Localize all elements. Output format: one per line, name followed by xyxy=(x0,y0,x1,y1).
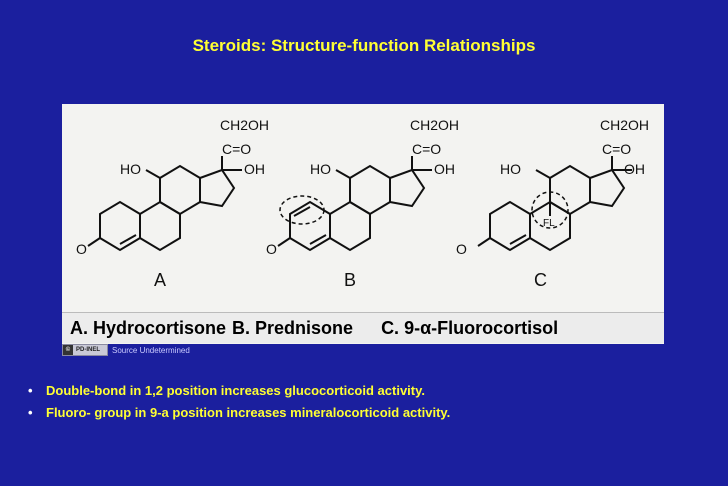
ring-a-a xyxy=(99,200,141,252)
ring-d-c xyxy=(589,168,626,208)
oh-label-b: OH xyxy=(434,161,455,177)
bullet-text: Double-bond in 1,2 position increases gl… xyxy=(46,383,425,398)
co-label-a: C=O xyxy=(222,141,251,157)
highlight-12-ring xyxy=(279,195,325,225)
highlight-fluoro xyxy=(531,191,569,229)
bullet-text: Fluoro- group in 9-a position increases … xyxy=(46,405,451,420)
structure-letter-c: C xyxy=(534,270,547,290)
bullet-item: • Fluoro- group in 9-a position increases… xyxy=(28,402,718,424)
keto-label-a: O xyxy=(76,241,87,257)
ho-label-a: HO xyxy=(120,161,141,177)
keto-label-b: O xyxy=(266,241,277,257)
bullet-list: • Double-bond in 1,2 position increases g… xyxy=(28,380,718,424)
bullet-dot-icon: • xyxy=(28,405,33,420)
ch2oh-label-a: CH2OH xyxy=(220,117,269,133)
ho-bond-b xyxy=(335,169,351,179)
license-badge: © PD-INEL xyxy=(62,344,108,356)
ring-a-c xyxy=(489,200,531,252)
bullet-item: • Double-bond in 1,2 position increases g… xyxy=(28,380,718,402)
ring-c-a xyxy=(159,164,201,216)
co-label-b: C=O xyxy=(412,141,441,157)
structure-c xyxy=(477,156,632,252)
co-label-c: C=O xyxy=(602,141,631,157)
steroid-structures-figure: O HO CH2OH C=O OH A O HO CH2OH xyxy=(62,104,664,344)
ho-label-b: HO xyxy=(310,161,331,177)
structure-a xyxy=(87,156,242,252)
ring-b-b xyxy=(329,200,371,252)
ho-bond-c xyxy=(535,169,551,179)
oh-label-c: OH xyxy=(624,161,645,177)
keto-bond-c xyxy=(477,237,491,247)
slide-title: Steroids: Structure-function Relationshi… xyxy=(192,36,536,55)
double-bond-a xyxy=(119,234,137,245)
keto-bond-a xyxy=(87,237,101,247)
figure-caption: A. Hydrocortisone B. Prednisone C. 9-α-F… xyxy=(62,312,664,343)
keto-label-c: O xyxy=(456,241,467,257)
ring-c-c xyxy=(549,164,591,216)
image-source: © PD-INEL Source Undetermined xyxy=(62,344,190,356)
cc-icon: © xyxy=(63,345,73,355)
structure-b xyxy=(277,156,432,252)
oh-label-a: OH xyxy=(244,161,265,177)
structure-letter-b: B xyxy=(344,270,356,290)
ring-d-b xyxy=(389,168,426,208)
keto-bond-b xyxy=(277,237,291,247)
ho-label-c: HO xyxy=(500,161,521,177)
double-bond-c xyxy=(509,234,527,245)
ring-d-a xyxy=(199,168,236,208)
double-bond-12-b xyxy=(293,206,311,217)
ch2oh-label-c: CH2OH xyxy=(600,117,649,133)
caption-prednisone: B. Prednisone xyxy=(232,317,354,338)
source-text: Source Undetermined xyxy=(112,345,190,355)
double-bond-b xyxy=(309,234,327,245)
structure-letter-a: A xyxy=(154,270,166,290)
ch2oh-label-b: CH2OH xyxy=(410,117,459,133)
bullet-dot-icon: • xyxy=(28,383,33,398)
fluoro-label: FL xyxy=(543,218,555,229)
ring-c-b xyxy=(349,164,391,216)
ring-b-a xyxy=(139,200,181,252)
license-badge-text: PD-INEL xyxy=(76,347,100,353)
caption-hydrocortisone: A. Hydrocortisone xyxy=(70,317,227,338)
ho-bond-a xyxy=(145,169,161,179)
caption-fluorocortisol: C. 9-α-Fluorocortisol xyxy=(381,317,559,338)
steroid-structures-svg: O HO CH2OH C=O OH A O HO CH2OH xyxy=(76,117,649,290)
